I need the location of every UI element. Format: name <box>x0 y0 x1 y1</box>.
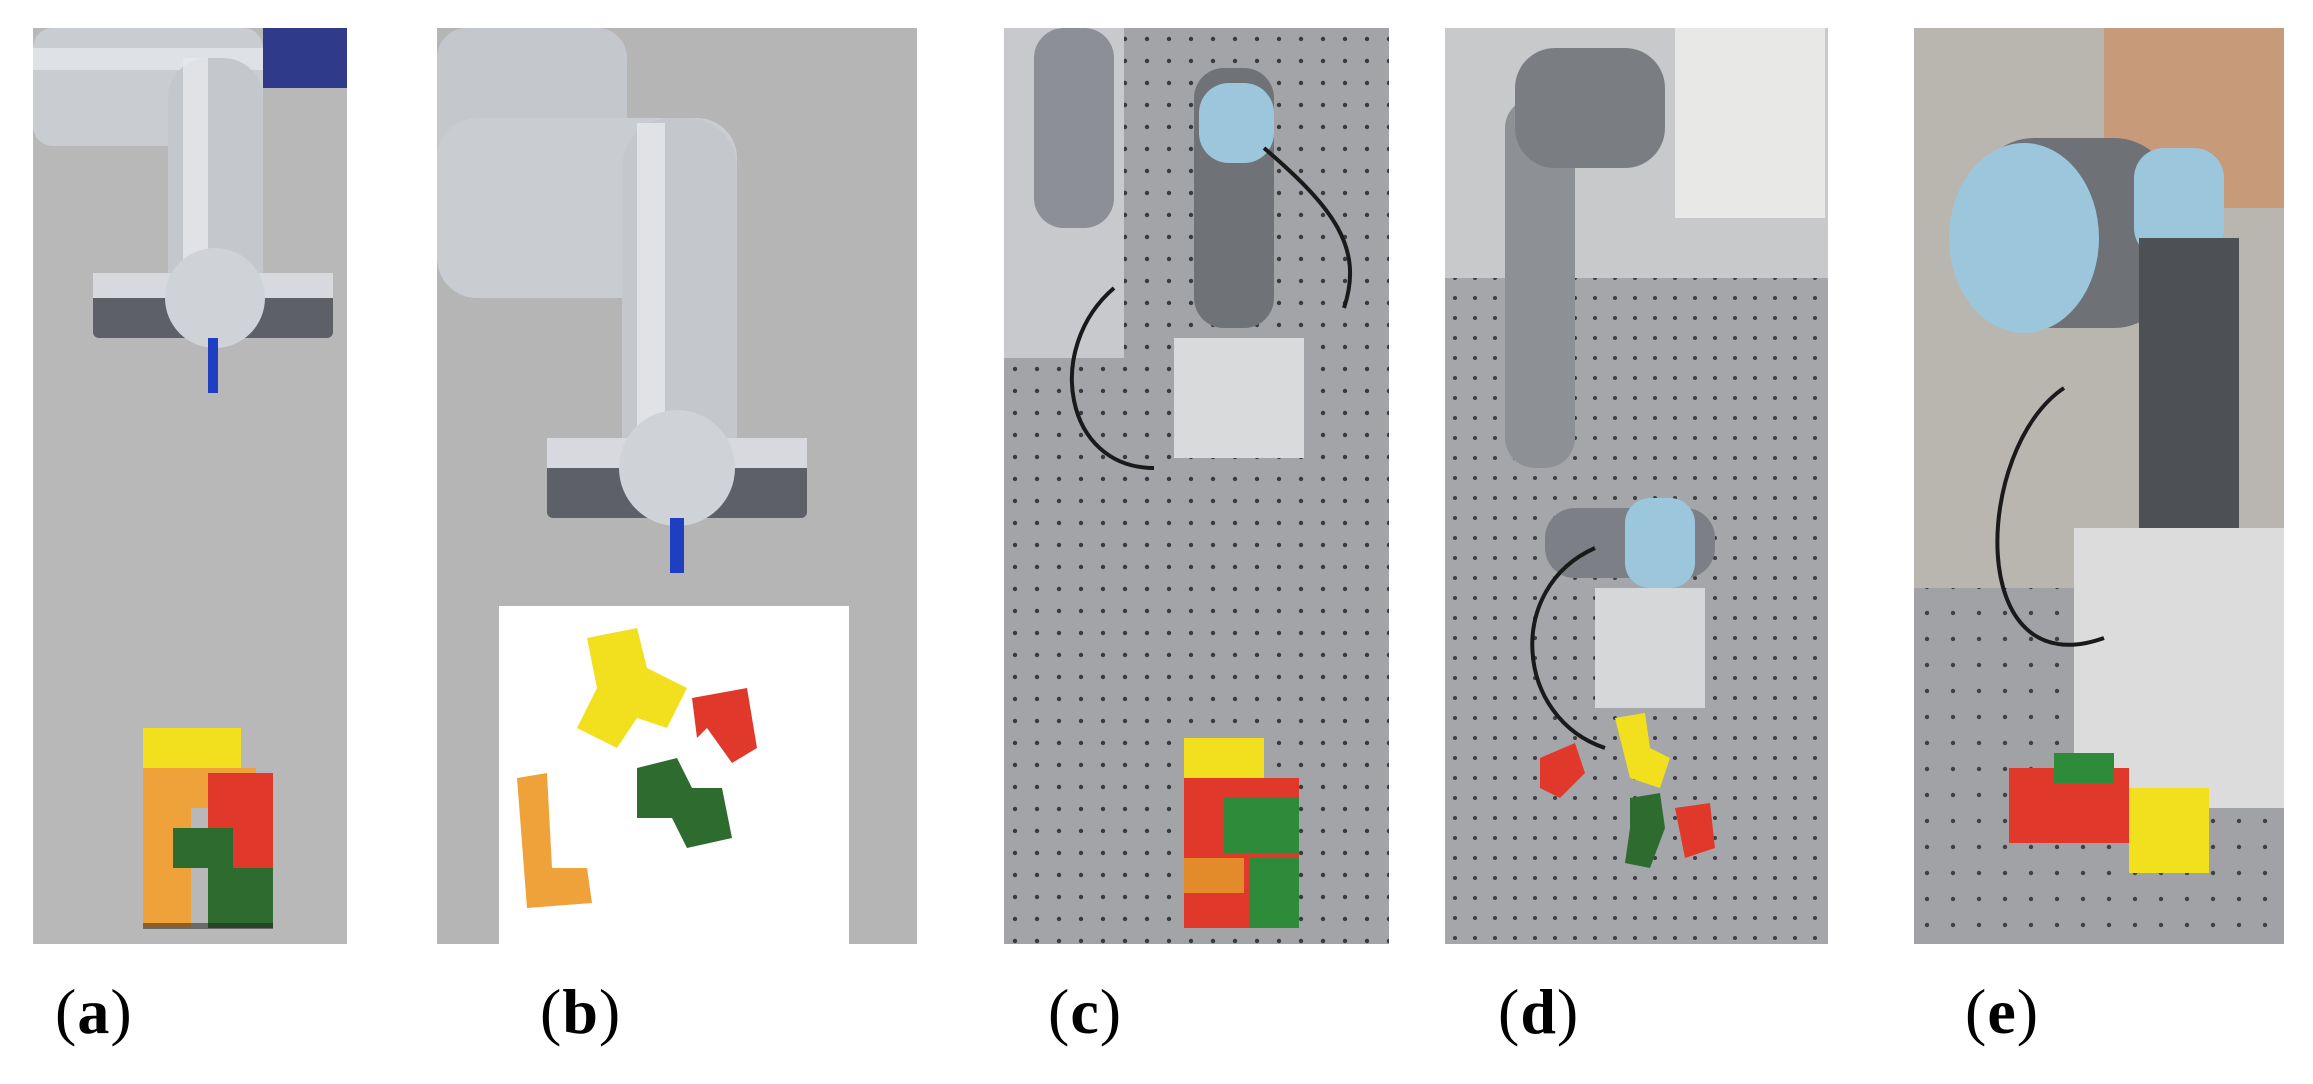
panel-c-scene <box>1004 28 1389 944</box>
robot-cap <box>1625 498 1695 588</box>
panel-d-scene <box>1445 28 1828 944</box>
gripper <box>1174 338 1304 458</box>
robot-cap <box>1199 83 1274 163</box>
panel-a-label: a <box>77 976 111 1047</box>
robot-cap <box>1949 143 2099 333</box>
panel-e-scene <box>1914 28 2284 944</box>
gripper <box>1595 588 1705 708</box>
panel-a-scene <box>33 28 347 944</box>
panel-d-image <box>1445 28 1828 944</box>
assembled-puzzle <box>143 728 273 929</box>
panel-e-image <box>1914 28 2284 944</box>
panel-b-label: b <box>562 976 599 1047</box>
panel-b-scene <box>437 28 917 944</box>
panel-e-label: e <box>1987 976 2017 1047</box>
panel-b-caption: (b) <box>540 976 622 1047</box>
panel-c-label: c <box>1070 976 1100 1047</box>
panel-c-caption: (c) <box>1048 976 1123 1047</box>
gripper-finger <box>208 338 218 393</box>
scattered-pieces <box>1540 713 1715 868</box>
robot-arm <box>1505 98 1575 468</box>
panel-d-label: d <box>1520 976 1557 1047</box>
panel-a-image <box>33 28 347 944</box>
gripper-finger <box>670 518 684 573</box>
robot-arm <box>1034 28 1114 228</box>
panel-d-caption: (d) <box>1498 976 1580 1047</box>
scattered-pieces <box>517 628 757 908</box>
panel-c-image <box>1004 28 1389 944</box>
assembled-puzzle <box>1184 738 1299 928</box>
panel-a-caption: (a) <box>55 976 133 1047</box>
panel-b-image <box>437 28 917 944</box>
puzzle-pieces <box>2009 753 2209 873</box>
blue-corner-block <box>263 28 347 88</box>
panel-e-caption: (e) <box>1965 976 2040 1047</box>
